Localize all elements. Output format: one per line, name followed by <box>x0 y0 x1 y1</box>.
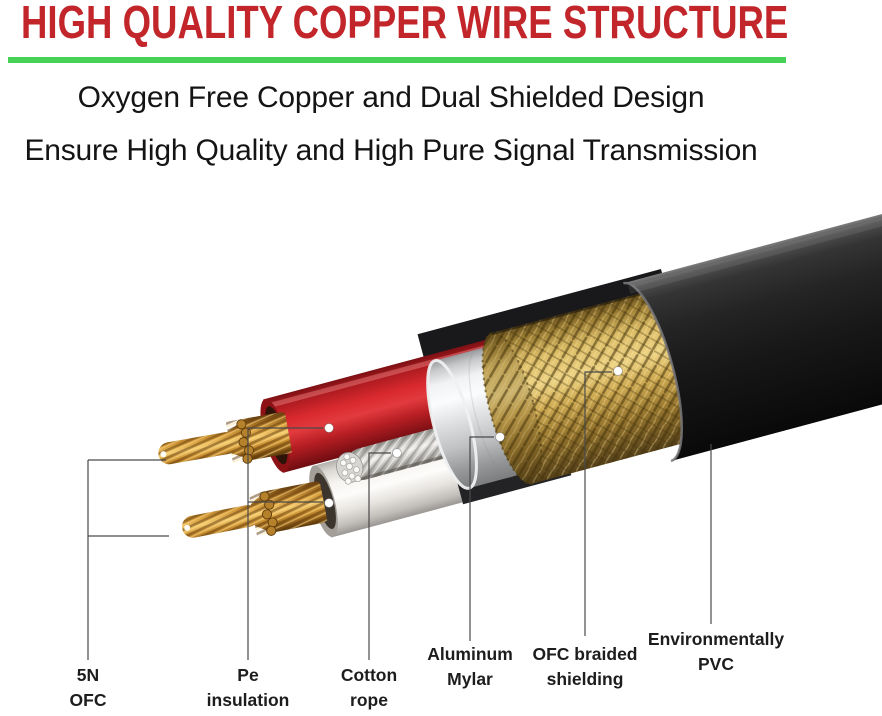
marker-dot-red-insulation <box>324 423 334 433</box>
copper-conductor-upper <box>158 411 293 465</box>
marker-dot-white-insulation <box>324 498 334 508</box>
callout-lines <box>87 371 712 660</box>
subtitle-line-2: Ensure High Quality and High Pure Signal… <box>24 134 758 167</box>
marker-dot-ofc-braid <box>613 366 623 376</box>
marker-dot-aluminum-mylar <box>495 432 505 442</box>
page-title: HIGH QUALITY COPPER WIRE STRUCTURE <box>21 0 789 48</box>
green-divider <box>8 57 786 63</box>
ofc-braid-layer <box>481 285 708 485</box>
cable-body <box>158 123 882 538</box>
marker-dot-cotton-rope <box>392 448 402 458</box>
rope-strand-ends <box>339 453 362 485</box>
copper-conductor-lower <box>182 480 328 538</box>
pvc-jacket-layer <box>623 123 882 463</box>
subtitle-line-1: Oxygen Free Copper and Dual Shielded Des… <box>77 81 705 114</box>
